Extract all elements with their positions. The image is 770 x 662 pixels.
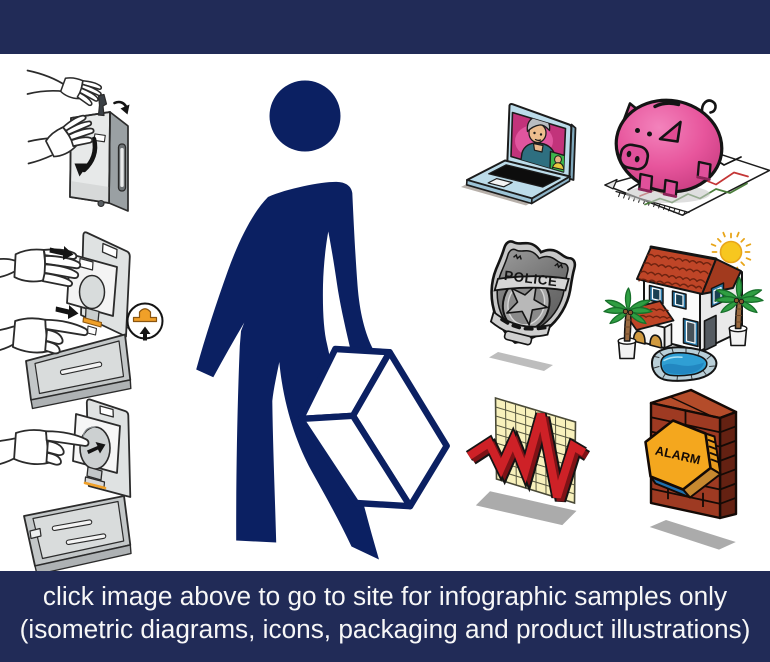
roof-tiles (638, 253, 712, 290)
palm-tree-right (714, 276, 764, 347)
alarm-box: ALARM (644, 419, 722, 499)
palm-tree-left (603, 287, 653, 360)
dispenser-step-1 (26, 69, 130, 212)
dispenser-step-2 (0, 231, 164, 410)
badge-shadow (489, 352, 553, 371)
police-badge-label: POLICE (503, 268, 558, 289)
piggy-bank-chart (604, 98, 770, 216)
wall-shadow (649, 520, 736, 550)
person-with-box (196, 80, 450, 560)
caption-line-1: click image above to go to site for info… (42, 581, 728, 611)
laptop-video-call (461, 103, 577, 206)
top-bar (0, 0, 770, 54)
caption-bar: click image above to go to site for info… (0, 571, 770, 662)
police-badge: POLICE (489, 240, 577, 371)
dispenser-step-3 (0, 398, 132, 576)
house-pool-palms (603, 231, 764, 382)
chart-shadow (475, 491, 577, 526)
carried-box (297, 345, 450, 510)
alarm-brick-wall: ALARM (644, 388, 738, 550)
swimming-pool (650, 346, 718, 382)
person-head (269, 80, 341, 152)
grid-chart-red-line (465, 396, 591, 526)
house-door (703, 314, 717, 352)
caption-line-2: (isometric diagrams, icons, packaging an… (19, 614, 751, 644)
